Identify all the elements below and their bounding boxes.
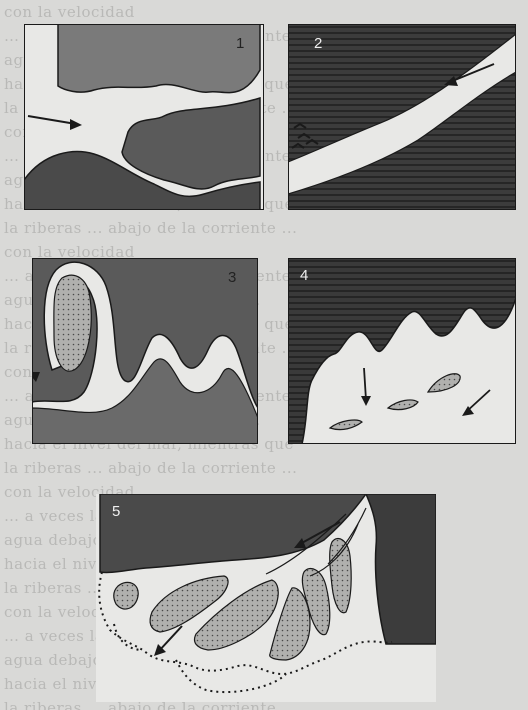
- panel-number: 2: [314, 35, 322, 52]
- panel-number: 4: [300, 267, 308, 284]
- panel-4: 4: [288, 258, 516, 444]
- background-text-line: la riberas ... abajo de la corriente ...: [4, 216, 524, 240]
- background-text-line: la riberas ... abajo de la corriente ...: [4, 456, 524, 480]
- panel-number: 5: [112, 503, 120, 520]
- panel-3: 3: [32, 258, 258, 444]
- panel-2: 2: [288, 24, 516, 210]
- bank-upper: [58, 24, 260, 93]
- panel-1: 1: [24, 24, 264, 210]
- panel-number: 1: [236, 35, 244, 52]
- background-text-line: con la velocidad: [4, 0, 524, 24]
- panel-5: 5: [96, 494, 436, 702]
- panel-number: 3: [228, 269, 236, 286]
